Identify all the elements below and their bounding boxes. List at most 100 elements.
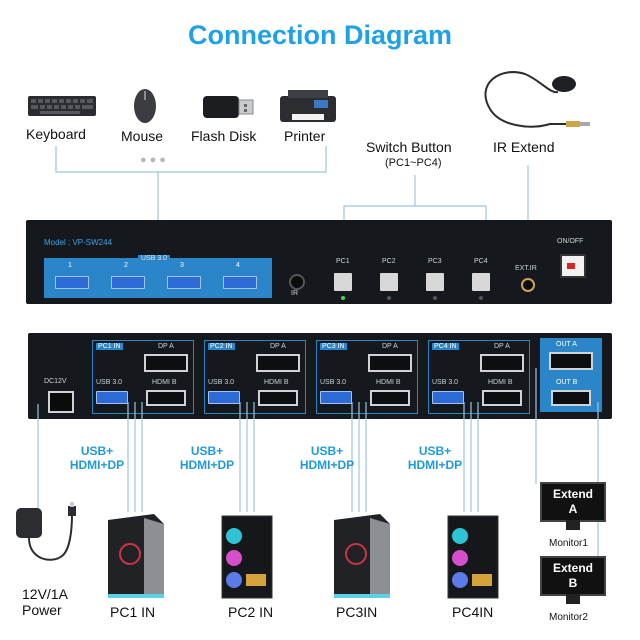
pc4-tower-icon [447,515,499,599]
monitor1-line2: A [568,502,578,516]
pc4-usb-port[interactable] [432,391,464,404]
front-usb-port[interactable] [55,276,89,289]
pc1-switch-button[interactable] [334,273,352,291]
pc3-switch-button[interactable] [426,273,444,291]
dc-power-jack[interactable] [48,391,74,413]
monitor1-caption: Monitor1 [549,538,588,549]
pc3-tower-icon [334,514,390,598]
monitor1-screen: Extend A [540,482,606,522]
pc2-port-group [204,340,306,414]
pc1-tower-icon [108,514,164,598]
pc1-group-label: PC1 IN [96,343,123,350]
printer-icon [280,90,336,122]
pc3-hdmi-port[interactable] [370,390,410,406]
power-spec-line2: Power [22,602,62,618]
usb-port-label: USB 3.0 [320,379,347,386]
pc3-led [433,296,437,300]
pc3-usb-port[interactable] [320,391,352,404]
hdmi-port-label: HDMI B [488,379,513,386]
front-usb-port[interactable] [223,276,257,289]
dp-port-label: DP A [270,343,286,350]
monitor2-caption: Monitor2 [549,612,588,623]
pc1-button-label: PC1 [336,258,350,265]
usb-port-number: 1 [68,262,72,269]
pc1-port-group [92,340,194,414]
pc3-dp-port[interactable] [368,354,412,372]
pc1-led [341,296,345,300]
pc3-group-label: PC3 IN [320,343,347,350]
power-adapter-icon [16,502,76,561]
hdmi-port-label: HDMI B [264,379,289,386]
mouse-label: Mouse [121,128,164,144]
printer-label: Printer [284,128,326,144]
ir-extend-callout: IR Extend [493,139,555,155]
front-usb-port[interactable] [167,276,201,289]
pc4-led [479,296,483,300]
monitor2-line2: B [568,576,578,590]
pc4-dp-port[interactable] [480,354,524,372]
more-devices-ellipsis: ●●● [140,154,169,166]
pc1-label: PC1 IN [110,604,156,620]
dc-label: DC12V [44,378,67,385]
pc3-label: PC3IN [336,604,378,620]
monitor1-line1: Extend [552,487,593,501]
cable-label-line: USB+ [190,444,224,458]
pc3-port-group [316,340,418,414]
usb-port-number: 3 [180,262,184,269]
pc2-usb-port[interactable] [208,391,240,404]
power-switch[interactable] [560,254,586,278]
pc4-switch-button[interactable] [472,273,490,291]
power-switch-indicator [567,263,575,269]
pc2-switch-button[interactable] [380,273,398,291]
pc1-hdmi-port[interactable] [146,390,186,406]
onoff-label: ON/OFF [557,238,584,245]
hdmi-port-label: HDMI B [152,379,177,386]
pc4-port-group [428,340,530,414]
pc4-button-label: PC4 [474,258,488,265]
pc4-label: PC4IN [452,604,494,620]
usb-port-number: 4 [236,262,240,269]
cable-label-line: HDMI+DP [407,458,463,472]
out-a-label: OUT A [556,341,577,348]
page-title: Connection Diagram [187,20,453,50]
pc2-hdmi-port[interactable] [258,390,298,406]
pc4-hdmi-port[interactable] [482,390,522,406]
ir-extender-icon [484,71,590,128]
monitor2-line1: Extend [552,561,593,575]
pc2-cable-label: USB+ HDMI+DP [174,444,240,472]
front-usb-port[interactable] [111,276,145,289]
monitor2-screen: Extend B [540,556,606,596]
hdmi-port-label: HDMI B [376,379,401,386]
front-usb-label: USB 3.0 [138,255,171,262]
cable-label-line: USB+ [80,444,114,458]
out-a-dp-port[interactable] [549,352,593,370]
ext-ir-jack[interactable] [521,278,535,292]
out-b-hdmi-port[interactable] [551,390,591,406]
pc3-button-label: PC3 [428,258,442,265]
switch-button-sub: (PC1~PC4) [385,157,442,169]
pc1-cable-label: USB+ HDMI+DP [64,444,130,472]
cable-label-line: USB+ [418,444,452,458]
keyboard-label: Keyboard [26,126,86,142]
monitor2-stand [566,594,580,604]
cable-label-line: USB+ [310,444,344,458]
pc1-dp-port[interactable] [144,354,188,372]
flash-disk-icon [203,96,254,118]
switch-button-callout: Switch Button [366,139,452,155]
ir-label: IR [291,290,298,297]
dp-port-label: DP A [158,343,174,350]
pc2-dp-port[interactable] [256,354,300,372]
usb-port-number: 2 [124,262,128,269]
pc1-usb-port[interactable] [96,391,128,404]
cable-label-line: HDMI+DP [69,458,125,472]
mouse-icon [134,89,156,123]
monitor1-stand [566,520,580,530]
cable-label-line: HDMI+DP [179,458,235,472]
dp-port-label: DP A [494,343,510,350]
pc4-cable-label: USB+ HDMI+DP [402,444,468,472]
keyboard-icon [28,96,96,116]
pc2-label: PC2 IN [228,604,274,620]
pc2-group-label: PC2 IN [208,343,235,350]
pc4-group-label: PC4 IN [432,343,459,350]
